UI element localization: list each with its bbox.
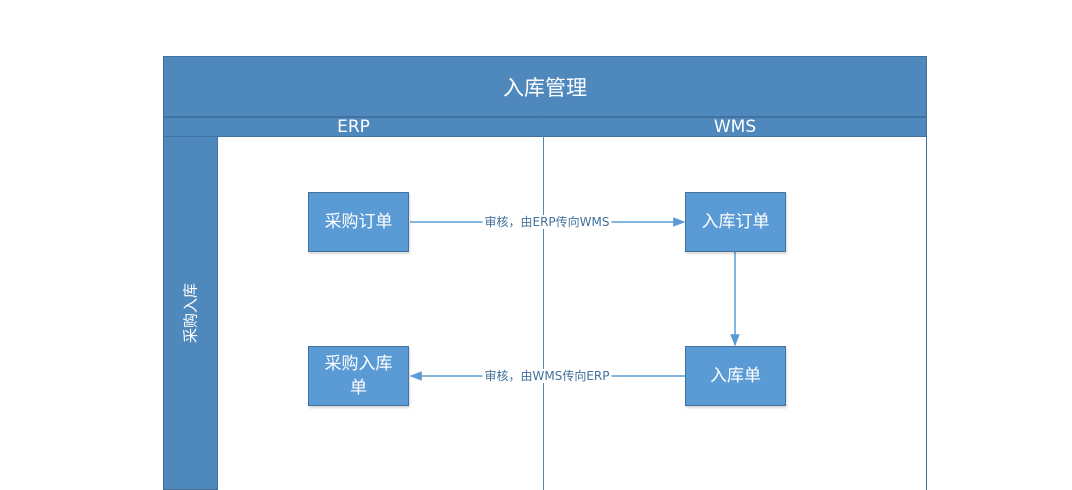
node-inbound-order[interactable]: 入库订单: [685, 192, 786, 252]
row-label: 采购入库: [181, 282, 200, 344]
lane-header-wms: WMS: [543, 117, 927, 137]
node-purchase-order[interactable]: 采购订单: [308, 192, 409, 252]
diagram-title: 入库管理: [163, 56, 927, 117]
edge-label-erp-to-wms: 审核，由ERP传向WMS: [482, 215, 612, 229]
node-inbound-receipt[interactable]: 入库单: [685, 346, 786, 406]
lane-divider: [543, 117, 544, 490]
diagram-title-text: 入库管理: [503, 75, 587, 100]
node-purchase-inbound[interactable]: 采购入库单: [308, 346, 409, 406]
edge-label-wms-to-erp: 审核，由WMS传向ERP: [482, 369, 612, 383]
lane-header-erp: ERP: [163, 117, 544, 137]
node-purchase-inbound-label: 采购入库单: [324, 354, 393, 398]
lane-header-wms-text: WMS: [713, 116, 757, 137]
node-inbound-order-label: 入库订单: [701, 212, 770, 232]
lane-header-erp-text: ERP: [337, 116, 370, 137]
row-header: [163, 136, 218, 490]
node-purchase-order-label: 采购订单: [324, 212, 393, 232]
node-inbound-receipt-label: 入库单: [710, 366, 761, 386]
